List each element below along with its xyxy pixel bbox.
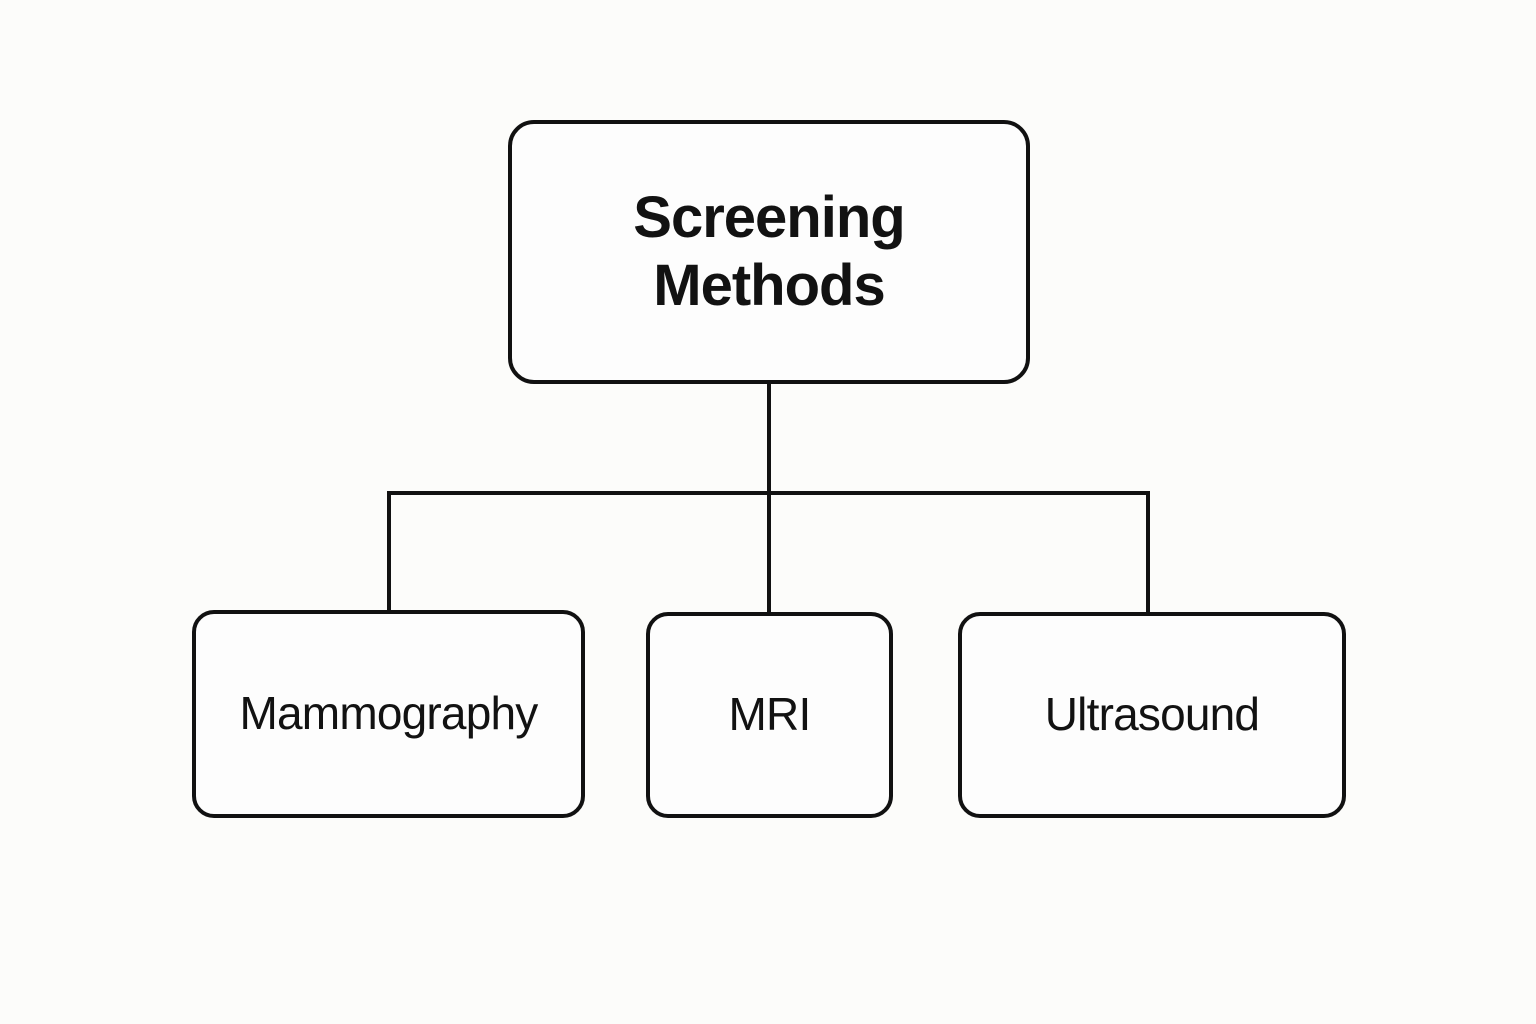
node-label-ultrasound: Ultrasound [1044, 688, 1260, 741]
node-label-screening-methods: Screening Methods [633, 185, 905, 318]
node-label-mammography: Mammography [239, 687, 539, 740]
node-screening-methods[interactable]: Screening Methods [508, 120, 1030, 384]
node-label-mri: MRI [728, 688, 812, 741]
node-ultrasound[interactable]: Ultrasound [958, 612, 1346, 818]
node-mri[interactable]: MRI [646, 612, 893, 818]
node-mammography[interactable]: Mammography [192, 610, 585, 818]
